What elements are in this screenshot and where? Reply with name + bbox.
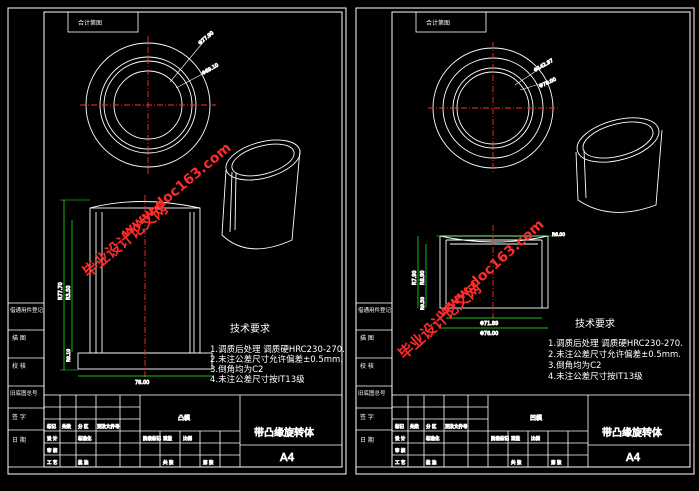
svg-text:阶段标记: 阶段标记	[491, 435, 509, 442]
svg-text:标记: 标记	[47, 423, 56, 430]
dim-base: R0.10	[66, 349, 72, 362]
svg-text:设 计: 设 计	[47, 435, 58, 442]
svg-text:带凸缘旋转体: 带凸缘旋转体	[602, 426, 662, 439]
top-view: Φ142.97 Φ78.00	[428, 42, 558, 174]
svg-text:凹模: 凹模	[530, 414, 542, 422]
svg-text:R7.90: R7.90	[412, 270, 418, 285]
label-draw: 描 图	[12, 334, 26, 342]
sheet-border	[355, 7, 695, 475]
svg-text:日 期: 日 期	[360, 436, 374, 444]
svg-text:2.未注公差尺寸允许偏差±0.5mm.: 2.未注公差尺寸允许偏差±0.5mm.	[548, 349, 681, 360]
svg-text:工 艺: 工 艺	[47, 460, 58, 466]
svg-text:签 字: 签 字	[360, 413, 374, 421]
svg-text:标记: 标记	[395, 423, 404, 430]
tech-note-1: 1.调质后处理 调质硬HRC230-270.	[210, 344, 345, 355]
label-reg: 借通用件登记	[10, 306, 44, 314]
sheet-inner-frame	[43, 11, 343, 468]
label-date: 日 期	[12, 436, 26, 444]
svg-text:重量: 重量	[163, 435, 172, 442]
tech-notes: 技术要求 1.调质后处理 调质硬HRC230-270. 2.未注公差尺寸允许偏差…	[210, 322, 345, 385]
svg-text:校 核: 校 核	[360, 362, 374, 370]
svg-text:A4: A4	[626, 451, 641, 464]
tech-note-2: 2.未注公差尺寸允许偏差±0.5mm.	[210, 354, 343, 365]
iso-view	[221, 139, 301, 250]
tech-title: 技术要求	[230, 322, 270, 335]
left-label-strip: 借通用件登记 描 图 校 核 旧底图总号 签 字 日 期	[355, 302, 393, 468]
dim-h2: R3.50	[66, 285, 72, 300]
svg-text:重量: 重量	[511, 435, 520, 442]
svg-text:设 计: 设 计	[395, 435, 406, 442]
watermark: www.doc163.com 毕业设计论文网 www.doc163.com 毕业…	[79, 140, 547, 363]
svg-text:批 准: 批 准	[426, 459, 437, 466]
svg-text:技术要求: 技术要求	[575, 317, 615, 330]
sheet-border	[7, 7, 347, 475]
svg-text:批 准: 批 准	[78, 459, 89, 466]
svg-text:R6.00: R6.00	[552, 232, 565, 238]
header-tag: 合计第图	[78, 19, 102, 27]
svg-text:Φ78.00: Φ78.00	[480, 331, 498, 337]
svg-text:比例: 比例	[183, 435, 192, 442]
svg-text:第 张: 第 张	[551, 459, 562, 466]
tech-note-3: 3.倒角均为C2	[210, 364, 263, 375]
svg-text:Φ71.89: Φ71.89	[480, 321, 498, 327]
svg-text:比例: 比例	[531, 435, 540, 442]
svg-text:处数: 处数	[410, 423, 419, 430]
watermark-brand: 毕业设计论文网	[79, 200, 171, 281]
top-view: Φ77.90 Φ69.10	[80, 30, 220, 174]
title-block: 标记 处数 分 区 更改文件号 设 计 标准化 阶段标记 重量 比例 审 核 工…	[43, 394, 343, 468]
front-view: R77.70 R3.50 R0.10 78.00	[58, 195, 213, 386]
svg-text:审 核: 审 核	[47, 447, 58, 454]
svg-text:更改文件号: 更改文件号	[445, 423, 468, 430]
svg-text:工 艺: 工 艺	[395, 460, 406, 466]
left-label-strip: 借通用件登记 描 图 校 核 旧底图总号 签 字 日 期	[7, 302, 45, 468]
svg-text:R8.90: R8.90	[420, 270, 426, 285]
front-view: R7.90 R8.90 R0.50 Φ71.89 Φ78.00 R6.00	[412, 225, 566, 337]
label-sign: 签 字	[12, 413, 26, 421]
svg-text:4.未注公差尺寸按IT13级: 4.未注公差尺寸按IT13级	[548, 371, 643, 382]
svg-text:分 区: 分 区	[426, 423, 437, 430]
label-oldno: 旧底图总号	[10, 389, 38, 397]
svg-text:描 图: 描 图	[360, 334, 374, 342]
part-name: 带凸缘旋转体	[254, 426, 314, 439]
svg-text:旧底图总号: 旧底图总号	[358, 389, 386, 397]
svg-text:1.调质后处理 调质硬HRC230-270.: 1.调质后处理 调质硬HRC230-270.	[548, 338, 683, 349]
sheet-right: 合计第图 借通用件登记 描 图 校 核 旧底图总号 签 字 日 期 Φ142.	[355, 7, 695, 475]
svg-text:更改文件号: 更改文件号	[97, 423, 120, 430]
dim-width: 78.00	[135, 380, 149, 386]
tech-notes: 技术要求 1.调质后处理 调质硬HRC230-270. 2.未注公差尺寸允许偏差…	[548, 317, 683, 382]
svg-text:Φ142.97: Φ142.97	[533, 58, 555, 74]
svg-text:R0.50: R0.50	[420, 297, 426, 310]
svg-text:借通用件登记: 借通用件登记	[358, 306, 392, 314]
iso-view	[575, 117, 663, 213]
title-block: 标记 处数 分 区 更改文件号 设 计 标准化 阶段标记 重量 比例 审 核 工…	[391, 394, 691, 468]
svg-text:Φ78.00: Φ78.00	[538, 77, 557, 90]
sheet-inner-frame	[391, 11, 691, 468]
svg-text:标准化: 标准化	[426, 435, 440, 442]
sheet-size: A4	[280, 451, 295, 464]
svg-text:第 张: 第 张	[203, 459, 214, 466]
dim-h1: R77.70	[58, 282, 64, 300]
sheet-left: 合计第图 借通用件登记 描 图 校 核 旧底图总号 签 字 日 期	[7, 7, 347, 475]
label-check: 校 核	[12, 362, 26, 370]
svg-text:3.倒角均为C2: 3.倒角均为C2	[548, 360, 601, 371]
tech-note-4: 4.未注公差尺寸按IT13级	[210, 374, 305, 385]
svg-text:共 张: 共 张	[511, 459, 522, 466]
svg-text:分 区: 分 区	[78, 423, 89, 430]
svg-text:处数: 处数	[62, 423, 71, 430]
svg-text:阶段标记: 阶段标记	[143, 435, 161, 442]
header-tag: 合计第图	[426, 19, 450, 27]
title-mid: 凸模	[178, 414, 190, 422]
svg-text:共 张: 共 张	[163, 459, 174, 466]
dim-inner: Φ69.10	[201, 62, 220, 76]
svg-text:标准化: 标准化	[78, 435, 92, 442]
svg-text:审 核: 审 核	[395, 447, 406, 454]
dim-outer: Φ77.90	[197, 30, 215, 46]
